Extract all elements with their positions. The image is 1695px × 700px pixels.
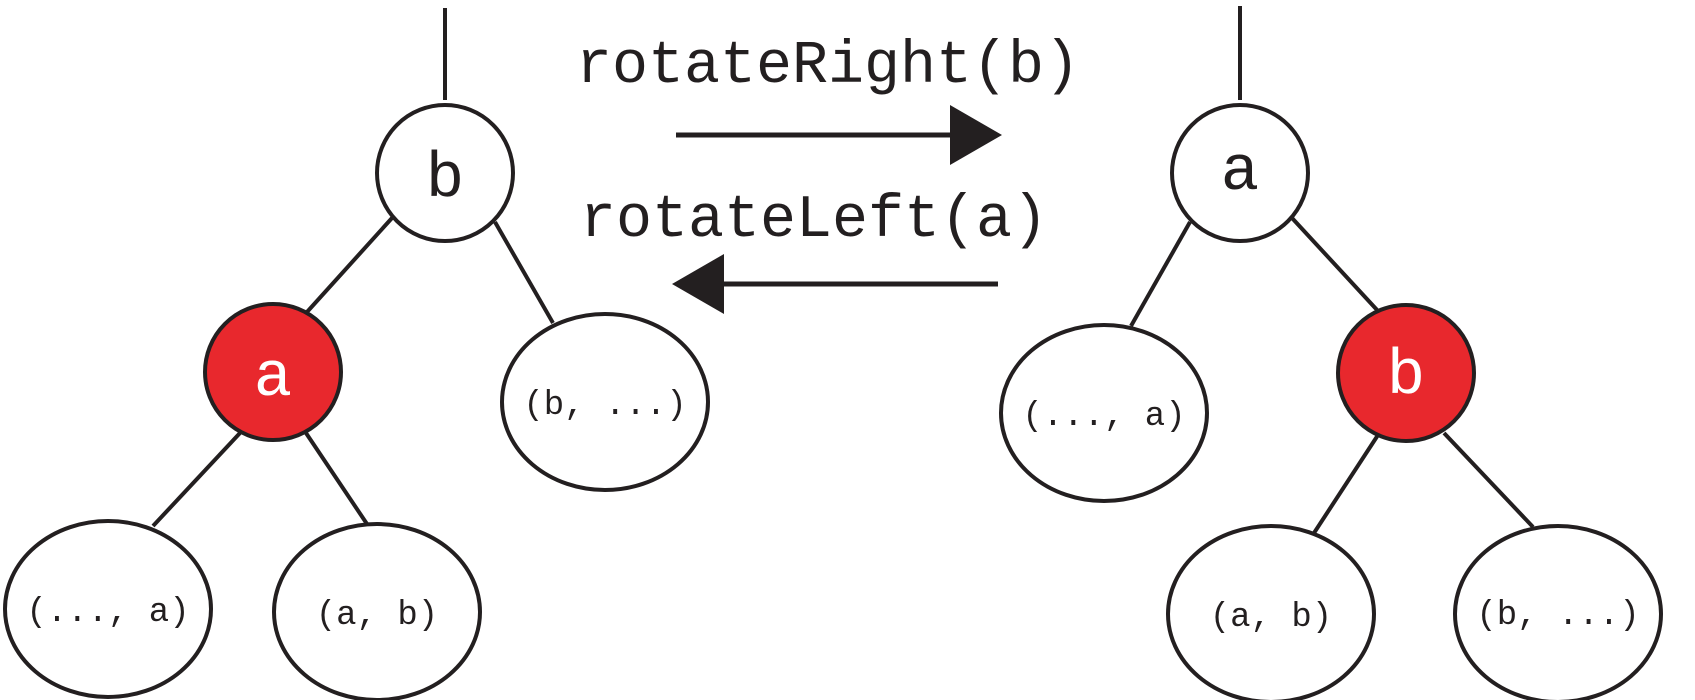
subtree-start-to-a-right xyxy=(999,323,1209,503)
rotate-right-arrowhead xyxy=(950,105,1002,165)
subtree-start-to-a-right-label: (..., a) xyxy=(1022,398,1185,436)
node-b-child-label: b xyxy=(1387,341,1425,413)
rotate-left-label: rotateLeft(a) xyxy=(580,187,1048,255)
edge-b-to-right-subtree-right xyxy=(1442,431,1535,529)
left-tree: b a (b, ...) (..., a) (a, b) xyxy=(3,8,710,700)
edge-b-to-left-subtree-right xyxy=(1312,433,1380,535)
node-b-highlighted xyxy=(1336,303,1476,443)
subtree-a-to-b-right xyxy=(1166,524,1376,700)
subtree-a-to-b-right-label: (a, b) xyxy=(1210,599,1332,637)
subtree-a-to-b-label: (a, b) xyxy=(316,597,438,635)
edge-a-to-b-right xyxy=(1290,216,1380,313)
right-tree: a b (..., a) (a, b) (b, ...) xyxy=(999,6,1663,700)
subtree-start-to-a-label: (..., a) xyxy=(26,594,189,632)
subtree-b-to-end xyxy=(500,312,710,492)
node-a-root-label: a xyxy=(1221,137,1259,209)
subtree-start-to-a xyxy=(3,519,213,699)
edge-b-to-a xyxy=(305,216,394,314)
subtree-b-to-end-label: (b, ...) xyxy=(523,387,686,425)
node-a-highlighted xyxy=(203,302,343,442)
edge-a-to-left-subtree xyxy=(151,431,242,528)
node-a-label: a xyxy=(254,343,292,415)
rotate-right-label: rotateRight(b) xyxy=(576,33,1080,101)
node-b xyxy=(375,103,515,243)
edge-a-to-right-subtree xyxy=(304,431,369,526)
rotation-operations: rotateRight(b) rotateLeft(a) xyxy=(576,33,1080,314)
subtree-a-to-b xyxy=(272,522,482,700)
rotate-left-arrowhead xyxy=(672,254,724,314)
node-a xyxy=(1170,103,1310,243)
subtree-b-to-end-right-label: (b, ...) xyxy=(1476,597,1639,635)
subtree-b-to-end-right xyxy=(1453,524,1663,700)
edge-b-to-right-subtree xyxy=(493,221,555,324)
node-b-label: b xyxy=(426,144,464,216)
edge-a-to-left-subtree-right xyxy=(1129,221,1192,327)
